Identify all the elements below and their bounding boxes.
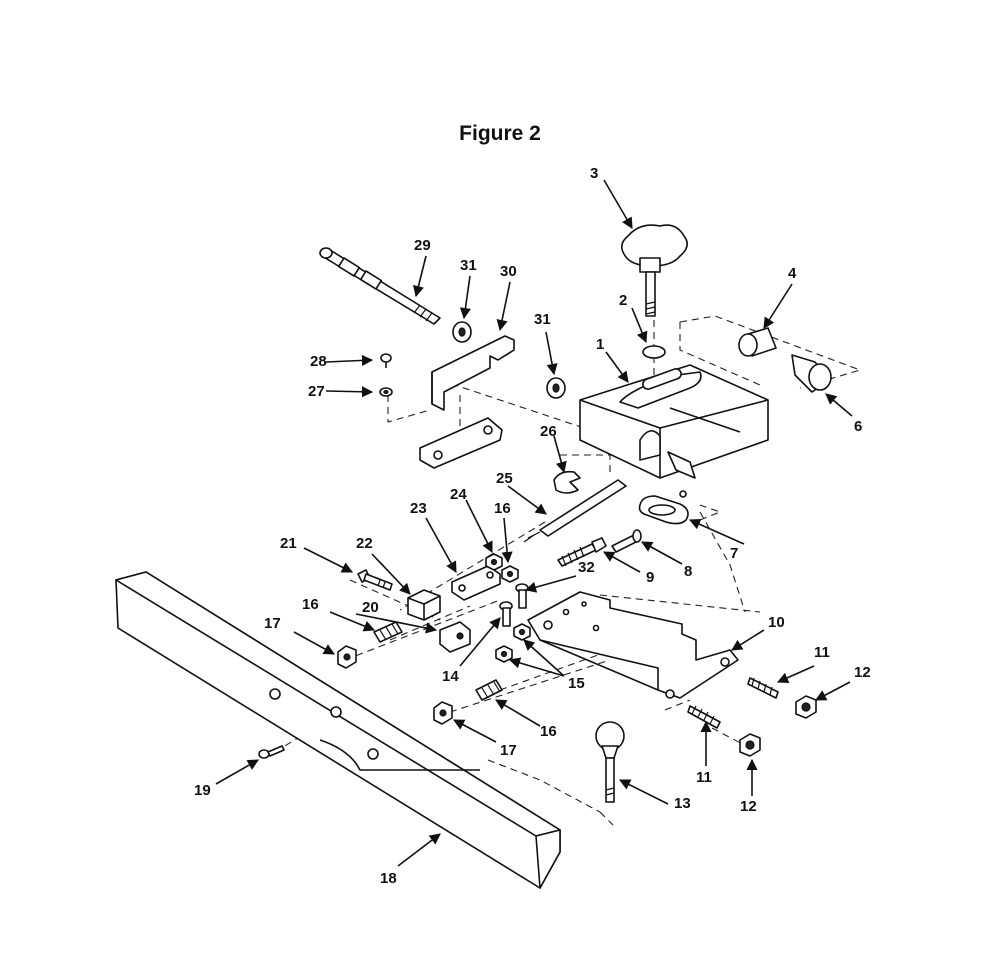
clip-part-26	[553, 470, 581, 494]
screw-part-8	[611, 529, 642, 553]
callout-21: 21	[280, 535, 297, 552]
rod-part-25	[523, 479, 627, 543]
nut-part-24	[485, 553, 503, 571]
callout-22: 22	[356, 535, 373, 552]
spring-part-11-lower	[687, 705, 721, 729]
callout-23: 23	[410, 500, 427, 517]
nut-part-16-upper	[501, 565, 519, 583]
callout-25: 25	[496, 470, 513, 487]
nut-part-15-upper	[513, 623, 531, 641]
callout-26: 26	[540, 423, 557, 440]
callout-16-upper: 16	[494, 500, 511, 517]
bolt-part-32	[515, 583, 529, 609]
bolt-part-9	[557, 537, 607, 567]
link-part-7	[638, 495, 689, 525]
nut-part-12-right	[795, 695, 817, 719]
callout-4: 4	[788, 265, 797, 282]
callout-13: 13	[674, 795, 691, 812]
washer-part-2	[642, 345, 666, 359]
screw-part-19	[258, 745, 285, 759]
link-bar-behind	[419, 417, 503, 469]
callout-19: 19	[194, 782, 211, 799]
bracket-housing-part-1	[579, 364, 769, 498]
block-part-22	[407, 589, 441, 621]
fence-board-part-18	[115, 571, 561, 889]
callout-14: 14	[442, 668, 459, 685]
nut-part-17-lower	[433, 701, 453, 725]
washer-part-27	[379, 387, 393, 397]
callout-9: 9	[646, 569, 654, 586]
callout-12-lower: 12	[740, 798, 757, 815]
bolt-part-21	[357, 569, 393, 591]
callout-32: 32	[578, 559, 595, 576]
knob-part-3	[620, 224, 688, 317]
callout-3: 3	[590, 165, 598, 182]
insert-part-16-lower	[475, 679, 503, 701]
callout-30: 30	[500, 263, 517, 280]
leader-lines	[215, 179, 853, 867]
callout-17-left: 17	[264, 615, 281, 632]
bracket-part-10	[527, 591, 739, 699]
callout-15: 15	[568, 675, 585, 692]
plate-part-30	[431, 335, 515, 411]
callout-labels: 1 2 3 4 6 7 8 9 10 11 11 12 12 13 14 15 …	[194, 165, 871, 887]
callout-16-left: 16	[302, 596, 319, 613]
knob-cap-part-6	[791, 354, 832, 393]
handle-part-13	[595, 721, 625, 803]
washer-part-31-lower	[546, 377, 566, 399]
block-part-20	[439, 621, 471, 653]
callout-24: 24	[450, 486, 467, 503]
link-part-23	[451, 565, 501, 601]
callout-16-lower: 16	[540, 723, 557, 740]
callout-2: 2	[619, 292, 627, 309]
bushing-part-4	[738, 327, 777, 357]
nut-part-12-lower	[739, 733, 761, 757]
callout-31-lower: 31	[534, 311, 551, 328]
callout-7: 7	[730, 545, 738, 562]
nut-part-17-left	[337, 645, 357, 669]
callout-17-lower: 17	[500, 742, 517, 759]
callout-12-right: 12	[854, 664, 871, 681]
bolt-part-14	[499, 601, 513, 627]
callout-11-right: 11	[814, 644, 830, 661]
callout-31-upper: 31	[460, 257, 477, 274]
callout-11-lower: 11	[696, 769, 712, 786]
callout-27: 27	[308, 383, 325, 400]
callout-18: 18	[380, 870, 397, 887]
washer-part-31-upper	[452, 321, 472, 343]
callout-8: 8	[684, 563, 692, 580]
spring-part-11-right	[747, 677, 779, 699]
nut-part-15-lower	[495, 645, 513, 663]
callout-10: 10	[768, 614, 785, 631]
callout-20: 20	[362, 599, 379, 616]
shaft-part-29	[319, 247, 441, 325]
callout-1: 1	[596, 336, 604, 353]
screw-part-28	[380, 353, 392, 368]
figure-title: Figure 2	[459, 122, 541, 145]
callout-28: 28	[310, 353, 327, 370]
callout-6: 6	[854, 418, 862, 435]
callout-29: 29	[414, 237, 431, 254]
insert-part-16-left	[373, 621, 403, 643]
